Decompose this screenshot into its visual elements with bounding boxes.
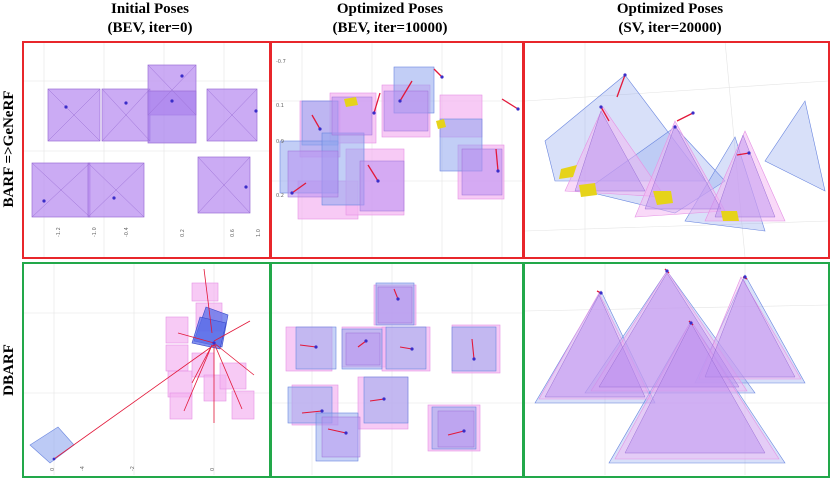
panel-barf-optimized-sv xyxy=(525,41,828,257)
column-title: Initial Poses xyxy=(111,1,189,17)
svg-text:0.2: 0.2 xyxy=(276,193,284,199)
camera-pose-plot: -1.2 -1.0 -0.4 0.2 0.6 1.0 xyxy=(24,41,269,257)
svg-text:-0.7: -0.7 xyxy=(276,59,286,65)
svg-text:-0.4: -0.4 xyxy=(124,227,130,237)
svg-text:0.6: 0.6 xyxy=(230,229,236,237)
svg-text:1.0: 1.0 xyxy=(256,229,262,237)
svg-text:0.1: 0.1 xyxy=(276,103,284,109)
svg-text:-2: -2 xyxy=(130,466,136,471)
column-subtitle: (BEV, iter=0) xyxy=(107,20,193,36)
camera-pose-plot xyxy=(525,41,828,257)
frame-barf-initial xyxy=(22,41,271,259)
svg-text:-1.0: -1.0 xyxy=(92,227,98,237)
row-label-barf: BARF =>GeNeRF xyxy=(1,90,17,208)
frame-dbarf-initial xyxy=(22,262,271,478)
svg-text:0.9: 0.9 xyxy=(276,139,284,145)
frame-dbarf-optimized-bev xyxy=(270,262,524,478)
svg-text:0: 0 xyxy=(50,468,56,471)
svg-text:-1.2: -1.2 xyxy=(56,227,62,237)
column-subtitle: (BEV, iter=10000) xyxy=(332,20,448,36)
svg-text:0: 0 xyxy=(210,468,216,471)
camera-pose-plot: 0 -4 -2 0 xyxy=(24,263,269,475)
camera-pose-plot xyxy=(525,263,828,475)
svg-text:0.2: 0.2 xyxy=(180,229,186,237)
panel-dbarf-initial-bev: 0 -4 -2 0 xyxy=(24,263,269,475)
panel-dbarf-optimized-bev xyxy=(272,263,522,475)
column-subtitle: (SV, iter=20000) xyxy=(618,20,722,36)
panel-dbarf-optimized-sv xyxy=(525,263,828,475)
column-title: Optimized Poses xyxy=(336,1,444,17)
column-header-optimized-sv: Optimized Poses (SV, iter=20000) xyxy=(585,0,755,38)
frame-barf-optimized-sv xyxy=(523,41,830,259)
panel-barf-initial-bev: -1.2 -1.0 -0.4 0.2 0.6 1.0 xyxy=(24,41,269,257)
row-label-dbarf: DBARF xyxy=(1,344,17,396)
column-title: Optimized Poses xyxy=(616,1,724,17)
frame-barf-optimized-bev xyxy=(270,41,524,259)
frame-dbarf-optimized-sv xyxy=(523,262,830,478)
camera-pose-plot xyxy=(272,263,522,475)
svg-text:-4: -4 xyxy=(80,466,86,471)
column-header-optimized-bev: Optimized Poses (BEV, iter=10000) xyxy=(300,0,480,38)
column-header-initial: Initial Poses (BEV, iter=0) xyxy=(70,0,230,38)
panel-barf-optimized-bev: -0.7 0.1 0.9 0.2 xyxy=(272,41,522,257)
camera-pose-plot: -0.7 0.1 0.9 0.2 xyxy=(272,41,522,257)
